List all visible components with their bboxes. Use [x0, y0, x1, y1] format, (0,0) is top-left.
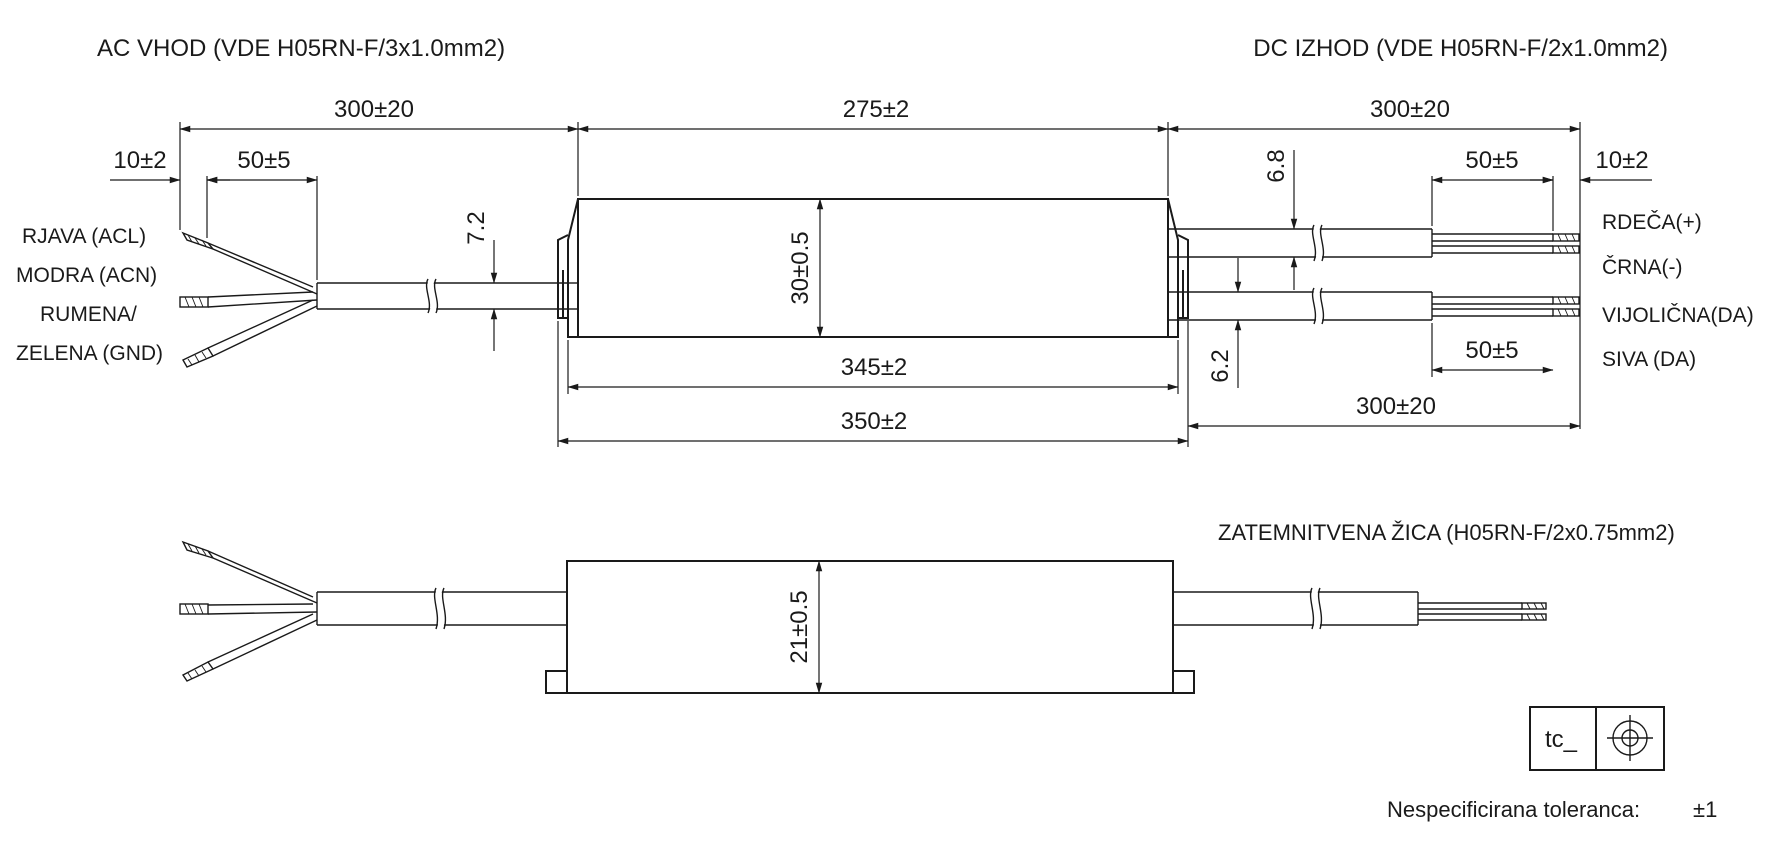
- dimming-wire-title: ZATEMNITVENA ŽICA (H05RN-F/2x0.75mm2): [1218, 520, 1675, 545]
- tc-label: tc_: [1545, 726, 1578, 753]
- dim-dc-strip: 10±2: [1530, 147, 1652, 184]
- dim-dc-jacket-strip-bottom: 50±5: [1431, 337, 1554, 374]
- dc-output-title: DC IZHOD (VDE H05RN-F/2x1.0mm2): [1253, 35, 1668, 62]
- wire-label-blue: MODRA (ACN): [16, 264, 157, 287]
- tolerance-value: ±1: [1693, 797, 1717, 822]
- dim-mounting-inner: 345±2: [567, 354, 1179, 391]
- dim-dc-jacket-strip-top: 50±5: [1431, 147, 1554, 184]
- tolerance-label: Nespecificirana toleranca:: [1387, 797, 1640, 822]
- dim-dc-strip-label: 10±2: [1595, 147, 1648, 174]
- wire-label-brown: RJAVA (ACL): [22, 225, 146, 248]
- wire-label-ground-1: RUMENA/: [40, 303, 137, 326]
- dim-dc-cable-length-top: 300±20: [1167, 96, 1581, 133]
- dim-ac-strip-label: 10±2: [113, 147, 166, 174]
- ac-input-cable-side: [179, 540, 567, 682]
- dc-output-cable-side: [1173, 586, 1547, 630]
- ac-input-title: AC VHOD (VDE H05RN-F/3x1.0mm2): [97, 35, 505, 62]
- crosshair-target-icon: [1607, 715, 1653, 761]
- dim-body-height: 30±0.5: [787, 198, 824, 338]
- ac-wire-blue-end: [179, 296, 209, 308]
- dim-dc-cable-diameter-bottom-label: 6.2: [1207, 349, 1234, 382]
- dim-dc-jacket-strip-top-label: 50±5: [1465, 147, 1518, 174]
- dc-wire-red-end: [1552, 233, 1580, 242]
- dc-output-cable-top: [1168, 223, 1580, 263]
- wire-label-red: RDEČA(+): [1602, 211, 1702, 234]
- dim-body-length: 275±2: [577, 96, 1169, 133]
- wire-label-grey: SIVA (DA): [1602, 348, 1696, 371]
- wire-label-black: ČRNA(-): [1602, 256, 1682, 279]
- dim-dc-cable-length-bottom: 300±20: [1187, 393, 1581, 430]
- dim-ac-jacket-strip-label: 50±5: [237, 147, 290, 174]
- dim-ac-cable-length-label: 300±20: [334, 96, 414, 123]
- dim-dc-jacket-strip-bottom-label: 50±5: [1465, 337, 1518, 364]
- dim-overall-length: 350±2: [557, 408, 1189, 445]
- wire-label-ground-2: ZELENA (GND): [16, 342, 163, 365]
- dc-wire-violet-end: [1552, 296, 1580, 305]
- dim-dc-cable-diameter-top-label: 6.8: [1263, 149, 1290, 182]
- ac-input-cable: [179, 231, 580, 368]
- wire-label-violet: VIJOLIČNA(DA): [1602, 304, 1754, 327]
- dc-wire-grey-end: [1552, 308, 1580, 317]
- dim-dc-cable-length-bottom-label: 300±20: [1356, 393, 1436, 420]
- dim-dc-cable-diameter-top: 6.8: [1263, 149, 1298, 290]
- dim-overall-length-label: 350±2: [841, 408, 908, 435]
- dc-dim-cable-top: [1168, 286, 1580, 326]
- dim-ac-jacket-strip: 50±5: [206, 147, 318, 184]
- ac-wire-ground-end: [182, 347, 215, 368]
- driver-body-side-view: 21±0.5: [545, 560, 1195, 694]
- dim-ac-cable-length: 300±20: [179, 96, 579, 133]
- ac-wire-brown-end: [181, 231, 216, 251]
- dim-ac-cable-diameter-label: 7.2: [463, 211, 490, 244]
- dim-body-width-label: 21±0.5: [786, 590, 813, 663]
- dim-dc-cable-length-top-label: 300±20: [1370, 96, 1450, 123]
- dim-mounting-inner-label: 345±2: [841, 354, 908, 381]
- driver-body-top-view: [557, 198, 1189, 338]
- dim-body-length-label: 275±2: [843, 96, 910, 123]
- dc-wire-black-end: [1552, 245, 1580, 254]
- dim-ac-strip: 10±2: [110, 147, 230, 184]
- tc-point-box: tc_: [1529, 706, 1665, 771]
- dim-dc-cable-diameter-bottom: 6.2: [1207, 258, 1242, 388]
- dim-body-height-label: 30±0.5: [787, 231, 814, 304]
- dim-ac-cable-diameter: 7.2: [463, 211, 498, 351]
